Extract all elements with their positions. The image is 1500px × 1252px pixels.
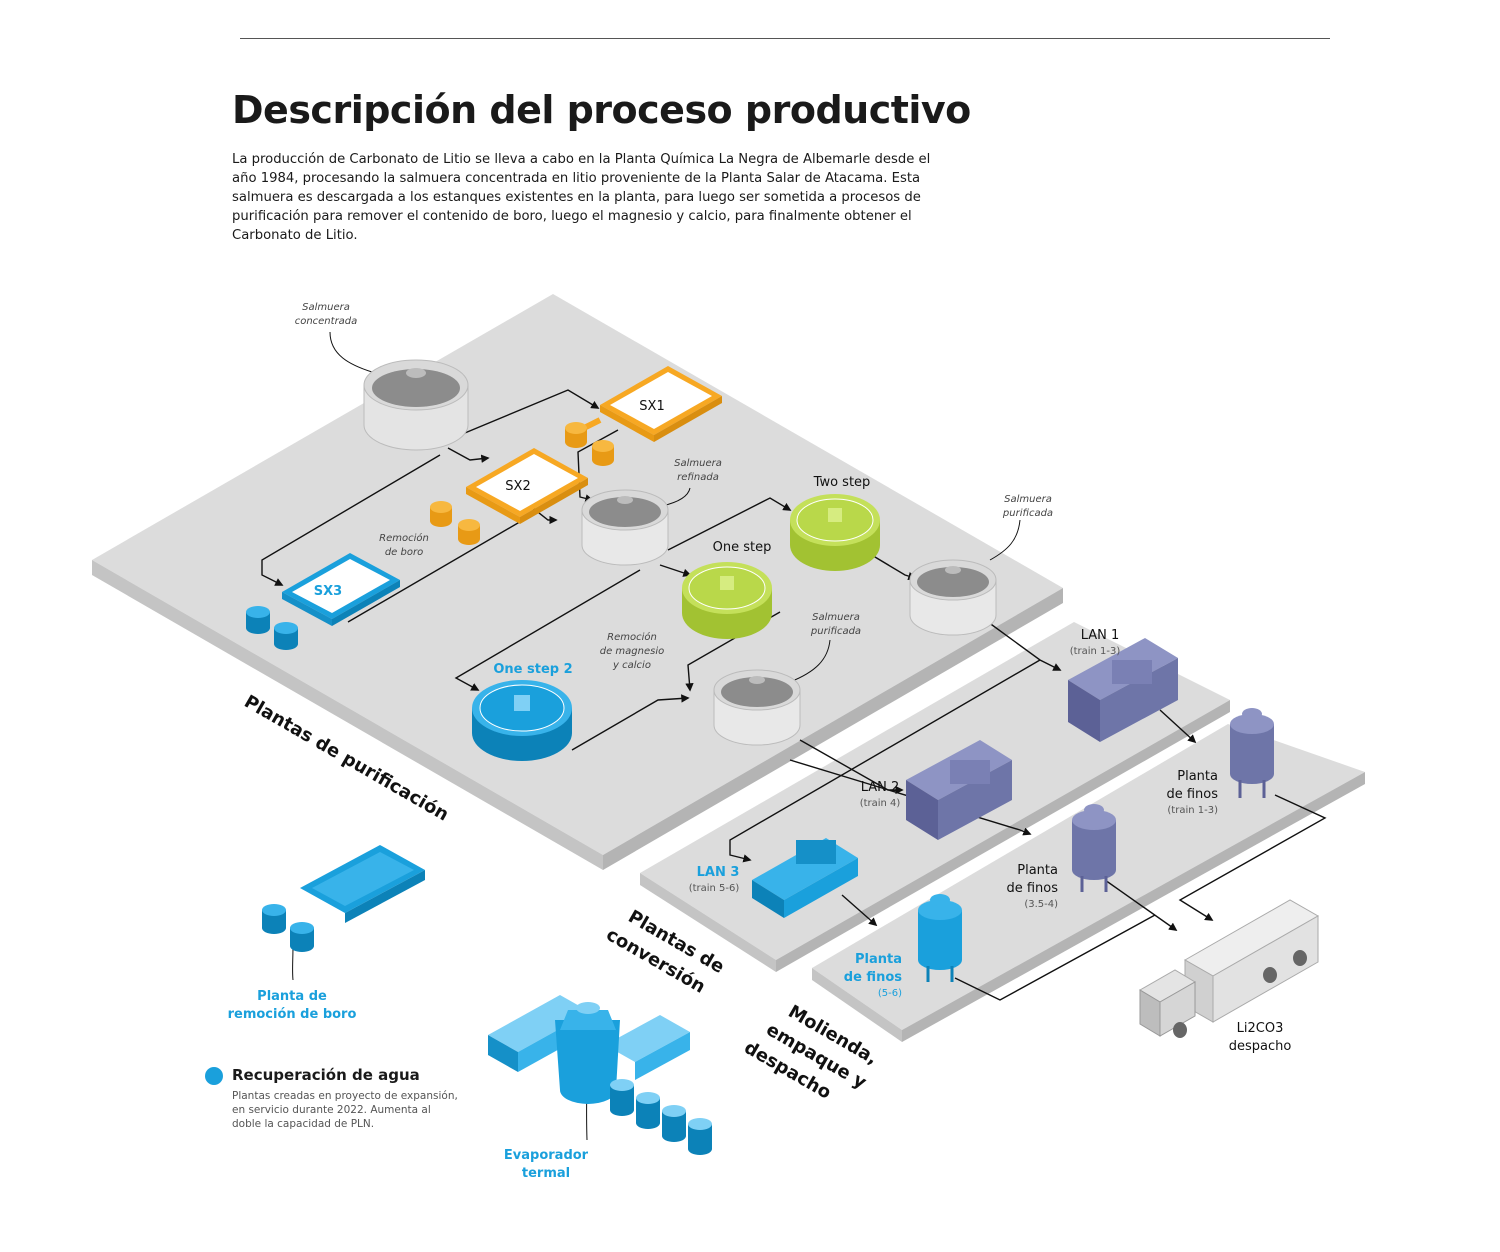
label-evap-a: Evaporador <box>504 1148 589 1163</box>
sx3-pumps <box>246 606 298 650</box>
label-sx3: SX3 <box>314 584 342 599</box>
label-lan3-sub: (train 5-6) <box>689 883 740 894</box>
evaporator-icon <box>488 995 712 1155</box>
label-finos3-sub: (5-6) <box>878 988 902 999</box>
label-finos2-sub: (3.5-4) <box>1024 899 1058 910</box>
note-salmuera-purificada-b-1: Salmuera <box>812 612 860 623</box>
label-lan2-sub: (train 4) <box>860 798 901 809</box>
tank-salmuera-purificada-a <box>909 559 997 636</box>
label-finos3-b: de finos <box>844 970 902 985</box>
label-one-step: One step <box>713 540 772 555</box>
note-salmuera-purificada-a-1: Salmuera <box>1004 494 1052 505</box>
label-lan1: LAN 1 <box>1081 628 1120 643</box>
tank-salmuera-concentrada <box>363 359 469 451</box>
thickener-two-step <box>790 494 880 571</box>
note-salmuera-concentrada-1: Salmuera <box>302 302 350 313</box>
sx1-unit <box>578 366 722 442</box>
finos3-silo <box>918 894 962 982</box>
legend-dot <box>205 1067 223 1085</box>
sx2-pumps <box>430 501 480 545</box>
note-remocion-mg-3: y calcio <box>612 660 651 671</box>
finos1-silo <box>1230 708 1274 798</box>
label-finos3-a: Planta <box>855 952 902 967</box>
note-salmuera-purificada-b-2: purificada <box>810 626 861 637</box>
page-title: Descripción del proceso productivo <box>232 88 971 132</box>
label-finos1-sub: (train 1-3) <box>1167 805 1218 816</box>
note-salmuera-refinada-1: Salmuera <box>674 458 722 469</box>
label-truck-a: Li2CO3 <box>1237 1021 1284 1036</box>
legend-title: Recuperación de agua <box>232 1066 420 1084</box>
truck-icon <box>1139 899 1320 1038</box>
boro-plant-icon <box>262 845 425 952</box>
label-lan1-sub: (train 1-3) <box>1070 646 1121 657</box>
label-evap-b: termal <box>522 1166 570 1181</box>
sx1-pumps <box>565 422 614 466</box>
label-boro-a: Planta de <box>257 989 327 1004</box>
tank-salmuera-refinada <box>581 489 669 566</box>
note-remocion-boro-1: Remoción <box>379 532 429 544</box>
note-salmuera-concentrada-2: concentrada <box>295 316 358 327</box>
label-two-step: Two step <box>813 475 871 490</box>
label-one-step-2: One step 2 <box>493 662 572 677</box>
label-finos1-a: Planta <box>1177 769 1218 784</box>
thickener-one-step-2 <box>472 680 572 761</box>
note-remocion-mg-1: Remoción <box>607 631 657 643</box>
label-sx2: SX2 <box>505 479 530 494</box>
lan1-machine <box>1068 638 1178 742</box>
label-finos1-b: de finos <box>1166 787 1218 802</box>
note-remocion-mg-2: de magnesio <box>600 646 665 657</box>
tank-salmuera-purificada-b <box>713 669 801 746</box>
label-finos2-b: de finos <box>1006 881 1058 896</box>
legend-text: Plantas creadas en proyecto de expansión… <box>232 1090 458 1130</box>
label-finos2-a: Planta <box>1017 863 1058 878</box>
note-salmuera-refinada-2: refinada <box>677 472 719 483</box>
thickener-one-step <box>682 562 772 639</box>
sx3-unit <box>282 553 400 626</box>
label-lan2: LAN 2 <box>861 780 900 795</box>
lan2-machine <box>906 740 1012 840</box>
lan3-machine <box>752 838 858 918</box>
label-sx1: SX1 <box>639 399 664 414</box>
intro-paragraph: La producción de Carbonato de Litio se l… <box>232 152 931 243</box>
sx2-unit <box>466 448 588 524</box>
note-salmuera-purificada-a-2: purificada <box>1002 508 1053 519</box>
note-remocion-boro-2: de boro <box>385 547 423 558</box>
label-boro-b: remoción de boro <box>228 1007 357 1022</box>
platform-purificacion <box>92 294 1063 870</box>
label-truck-b: despacho <box>1229 1039 1292 1054</box>
finos2-silo <box>1072 804 1116 892</box>
label-lan3: LAN 3 <box>697 865 740 880</box>
top-rule <box>240 38 1330 39</box>
